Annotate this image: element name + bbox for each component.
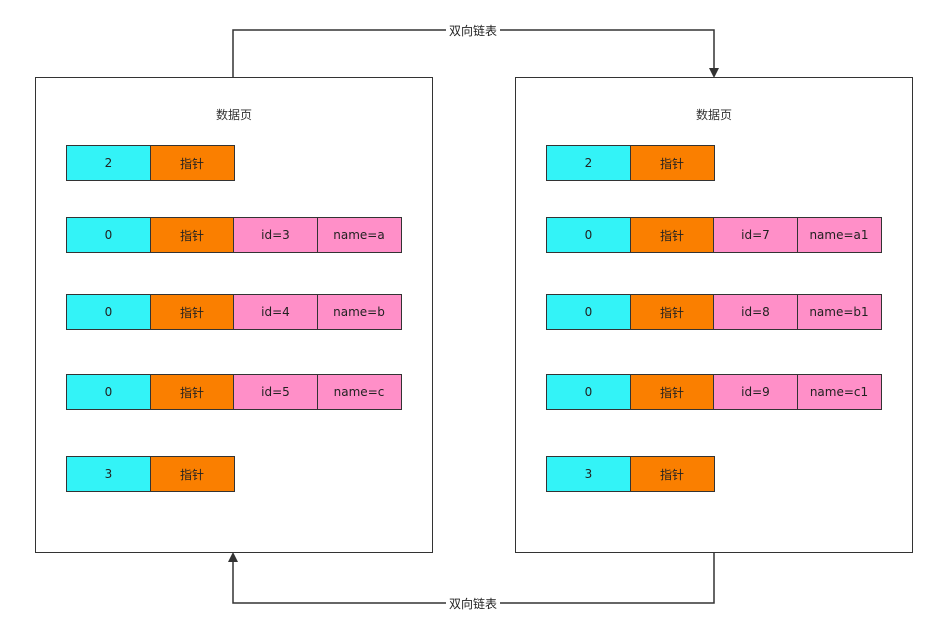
id-field-cell: id=3 xyxy=(233,217,318,253)
record-row-supremum: 3 指针 xyxy=(66,456,235,492)
record-row-supremum: 3 指针 xyxy=(546,456,715,492)
record-row-infimum: 2 指针 xyxy=(546,145,715,181)
name-field-cell: name=b xyxy=(316,294,402,330)
pointer-cell: 指针 xyxy=(629,217,715,253)
pointer-cell: 指针 xyxy=(149,217,235,253)
name-field-cell: name=c xyxy=(316,374,402,410)
id-field-cell: id=9 xyxy=(713,374,798,410)
page-title: 数据页 xyxy=(215,108,252,122)
data-page-left: 数据页 2 指针 0 指针 id=3 name=a 0 指针 id=4 name… xyxy=(35,77,433,553)
top-link-label: 双向链表 xyxy=(446,22,501,39)
data-page-right: 数据页 2 指针 0 指针 id=7 name=a1 0 指针 id=8 nam… xyxy=(515,77,913,553)
name-field-cell: name=a xyxy=(316,217,402,253)
record-header-cell: 3 xyxy=(546,456,631,492)
pointer-cell: 指针 xyxy=(149,145,235,181)
pointer-cell: 指针 xyxy=(149,294,235,330)
pointer-cell: 指针 xyxy=(629,145,715,181)
record-header-cell: 0 xyxy=(66,294,151,330)
record-header-cell: 0 xyxy=(546,294,631,330)
pointer-cell: 指针 xyxy=(629,456,715,492)
record-header-cell: 3 xyxy=(66,456,151,492)
page-title: 数据页 xyxy=(695,108,732,122)
record-row: 0 指针 id=3 name=a xyxy=(66,217,402,253)
name-field-cell: name=c1 xyxy=(796,374,882,410)
record-row: 0 指针 id=9 name=c1 xyxy=(546,374,882,410)
pointer-cell: 指针 xyxy=(149,374,235,410)
id-field-cell: id=7 xyxy=(713,217,798,253)
pointer-cell: 指针 xyxy=(149,456,235,492)
record-row-infimum: 2 指针 xyxy=(66,145,235,181)
pointer-cell: 指针 xyxy=(629,294,715,330)
name-field-cell: name=b1 xyxy=(796,294,882,330)
id-field-cell: id=4 xyxy=(233,294,318,330)
pointer-cell: 指针 xyxy=(629,374,715,410)
record-row: 0 指针 id=8 name=b1 xyxy=(546,294,882,330)
record-header-cell: 2 xyxy=(66,145,151,181)
name-field-cell: name=a1 xyxy=(796,217,882,253)
record-header-cell: 0 xyxy=(66,374,151,410)
record-header-cell: 0 xyxy=(546,217,631,253)
id-field-cell: id=8 xyxy=(713,294,798,330)
record-row: 0 指针 id=4 name=b xyxy=(66,294,402,330)
record-row: 0 指针 id=5 name=c xyxy=(66,374,402,410)
bottom-link-label: 双向链表 xyxy=(446,595,501,612)
record-header-cell: 2 xyxy=(546,145,631,181)
record-header-cell: 0 xyxy=(66,217,151,253)
record-header-cell: 0 xyxy=(546,374,631,410)
id-field-cell: id=5 xyxy=(233,374,318,410)
record-row: 0 指针 id=7 name=a1 xyxy=(546,217,882,253)
